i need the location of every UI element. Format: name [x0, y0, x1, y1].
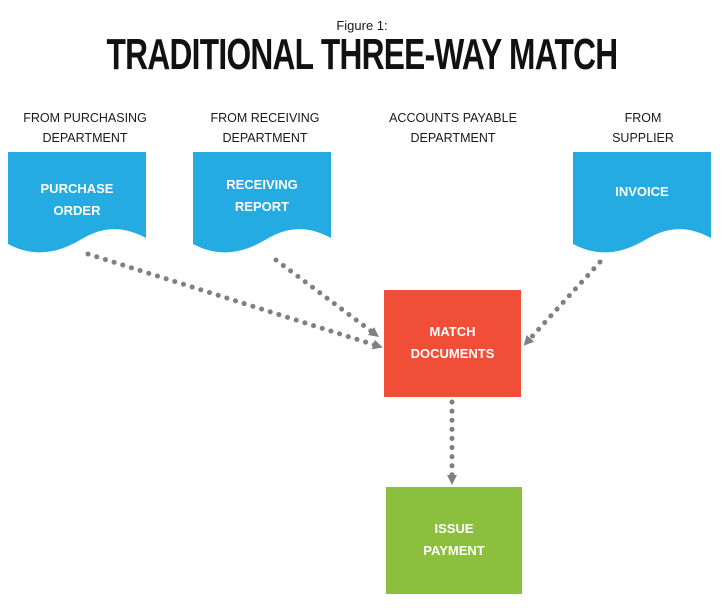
- receiving-report-document: [193, 152, 331, 253]
- match-documents-box: [384, 290, 521, 397]
- header-accounts-payable-department: ACCOUNTS PAYABLE DEPARTMENT: [389, 111, 517, 145]
- invoice-document: [573, 152, 711, 253]
- receiving-report-label: RECEIVING REPORT: [226, 177, 298, 214]
- purchase-order-label: PURCHASE ORDER: [40, 181, 114, 218]
- header-purchasing-department: FROM PURCHASING DEPARTMENT: [23, 111, 147, 145]
- connector-receiving-report-to-match: [273, 257, 380, 337]
- header-receiving-department: FROM RECEIVING DEPARTMENT: [210, 111, 320, 145]
- match-documents-label: MATCH DOCUMENTS: [410, 324, 495, 361]
- header-supplier: FROM SUPPLIER: [612, 111, 674, 145]
- connector-purchase-order-to-match: [85, 251, 383, 350]
- issue-payment-box: [386, 487, 522, 594]
- purchase-order-document: [8, 152, 146, 253]
- issue-payment-label: ISSUE PAYMENT: [423, 521, 485, 558]
- figure-title: TRADITIONAL THREE-WAY MATCH: [106, 30, 619, 79]
- invoice-label: INVOICE: [615, 184, 669, 199]
- connector-invoice-to-match: [523, 259, 603, 346]
- figure-caption: Figure 1:: [336, 18, 388, 33]
